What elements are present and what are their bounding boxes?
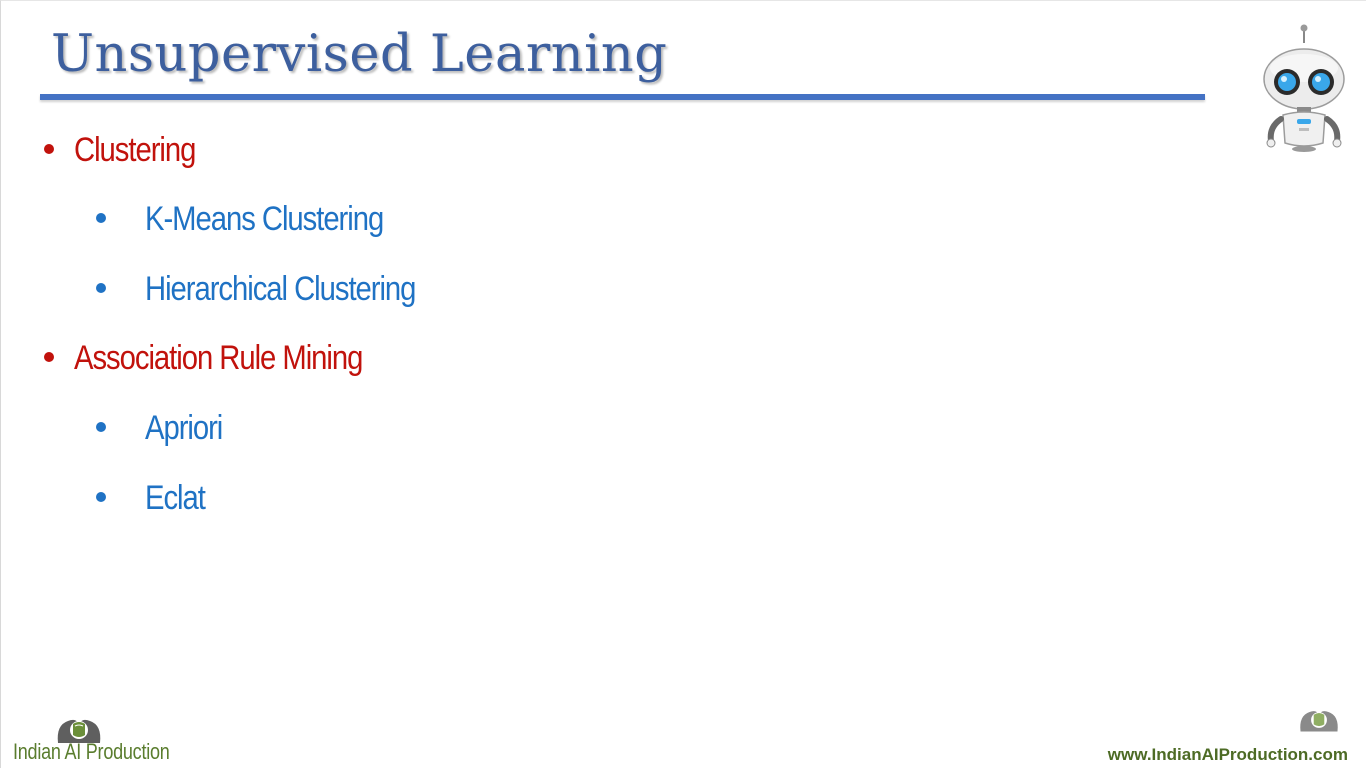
brand-name: Indian AI Production	[13, 739, 170, 764]
list-item-clustering: Clustering	[74, 131, 196, 169]
slide-title: Unsupervised Learning	[51, 25, 668, 84]
list-item-eclat: Eclat	[145, 479, 206, 517]
list-item-kmeans: K-Means Clustering	[145, 200, 384, 238]
list-item-association-rule-mining: Association Rule Mining	[74, 339, 363, 377]
title-underline	[40, 94, 1205, 100]
bullet-marker	[96, 213, 106, 223]
list-item-hierarchical: Hierarchical Clustering	[145, 270, 416, 308]
bullet-marker	[44, 352, 54, 362]
brain-heads-icon	[57, 719, 101, 743]
robot-icon	[1263, 24, 1345, 152]
bullet-marker	[96, 422, 106, 432]
brand-logo: Indian AI Production	[11, 709, 191, 767]
bullet-marker	[44, 144, 54, 154]
brain-heads-icon	[1300, 711, 1338, 732]
bullet-marker	[96, 492, 106, 502]
website-url[interactable]: www.IndianAIProduction.com	[1107, 745, 1348, 764]
bullet-marker	[96, 283, 106, 293]
list-item-apriori: Apriori	[145, 409, 223, 447]
